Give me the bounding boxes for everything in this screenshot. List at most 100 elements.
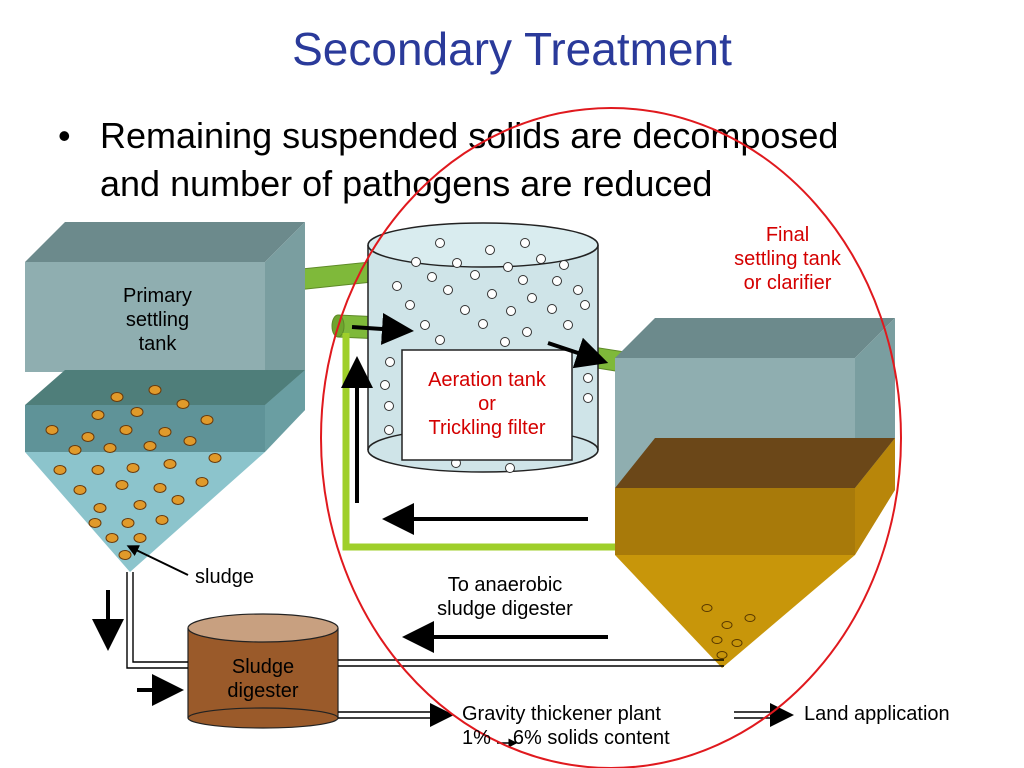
air-bubble bbox=[411, 257, 421, 267]
air-bubble bbox=[478, 319, 488, 329]
sludge-particle bbox=[208, 453, 222, 463]
air-bubble bbox=[385, 357, 395, 367]
air-bubble bbox=[583, 393, 593, 403]
air-bubble bbox=[485, 245, 495, 255]
air-bubble bbox=[563, 320, 573, 330]
sludge-particle bbox=[118, 550, 132, 560]
sludge-particle bbox=[183, 436, 197, 446]
flow-arrows bbox=[92, 312, 609, 706]
return-sludge-line bbox=[342, 333, 615, 551]
primary-settling-tank bbox=[25, 222, 305, 572]
bullet-text-line2: and number of pathogens are reduced bbox=[100, 163, 713, 204]
arrow-into-aeration bbox=[351, 312, 414, 345]
sludge-digester bbox=[187, 613, 339, 729]
gravity-arrowhead bbox=[430, 703, 454, 727]
air-bubble bbox=[443, 285, 453, 295]
sludge-particle bbox=[716, 651, 728, 659]
sludge-particle bbox=[155, 515, 169, 525]
air-bubble bbox=[487, 289, 497, 299]
sludge-particle bbox=[73, 485, 87, 495]
sludge-particle bbox=[88, 518, 102, 528]
air-bubble bbox=[500, 337, 510, 347]
digester-label: Sludge digester bbox=[227, 656, 299, 702]
highlight-circle bbox=[320, 107, 902, 768]
land-arrowhead bbox=[770, 703, 794, 727]
sludge-particle bbox=[115, 480, 129, 490]
sludge-particle bbox=[91, 410, 105, 420]
sludge-particle bbox=[81, 432, 95, 442]
air-bubble bbox=[420, 320, 430, 330]
sludge-particle bbox=[744, 614, 756, 622]
sludge-particle bbox=[121, 518, 135, 528]
sludge-particle bbox=[721, 621, 733, 629]
air-bubble bbox=[470, 270, 480, 280]
air-bubble bbox=[547, 304, 557, 314]
percent-end: 6% solids content bbox=[512, 727, 670, 749]
final-tank-label: Final settling tank or clarifier bbox=[734, 224, 841, 294]
sludge-particle bbox=[110, 392, 124, 402]
aeration-label-box bbox=[401, 349, 573, 461]
air-bubble bbox=[380, 380, 390, 390]
land-application-label: Land application bbox=[804, 703, 950, 725]
air-bubble bbox=[435, 238, 445, 248]
air-bubble bbox=[573, 285, 583, 295]
primary-tank-label: Primary settling tank bbox=[123, 285, 192, 355]
air-bubble bbox=[527, 293, 537, 303]
air-bubble bbox=[435, 335, 445, 345]
sludge-particle bbox=[711, 636, 723, 644]
air-bubble bbox=[552, 276, 562, 286]
sludge-particle bbox=[195, 477, 209, 487]
sludge-particle bbox=[133, 500, 147, 510]
sludge-particle bbox=[163, 459, 177, 469]
air-bubble bbox=[520, 238, 530, 248]
sludge-particle bbox=[200, 415, 214, 425]
sludge-particle bbox=[53, 465, 67, 475]
sludge-particle bbox=[45, 425, 59, 435]
sludge-particle bbox=[91, 465, 105, 475]
sludge-particle bbox=[143, 441, 157, 451]
air-bubble bbox=[460, 305, 470, 315]
air-bubble bbox=[536, 254, 546, 264]
air-bubble bbox=[518, 275, 528, 285]
air-bubble bbox=[559, 260, 569, 270]
sludge-particle bbox=[105, 533, 119, 543]
air-bubble bbox=[384, 401, 394, 411]
sludge-particle bbox=[103, 443, 117, 453]
final-sludge-particles bbox=[701, 604, 756, 659]
sludge-particle bbox=[153, 483, 167, 493]
air-bubble bbox=[427, 272, 437, 282]
sludge-particle bbox=[158, 427, 172, 437]
air-bubble bbox=[506, 306, 516, 316]
air-bubble bbox=[452, 258, 462, 268]
sludge-particle bbox=[148, 385, 162, 395]
air-bubble bbox=[405, 300, 415, 310]
sludge-particle bbox=[701, 604, 713, 612]
aeration-label: Aeration tank or Trickling filter bbox=[428, 369, 546, 439]
sludge-particle bbox=[93, 503, 107, 513]
final-settling-tank bbox=[615, 318, 895, 668]
bullet-symbol: • bbox=[58, 115, 71, 156]
sludge-particle bbox=[133, 533, 147, 543]
air-bubble bbox=[505, 463, 515, 473]
sludge-particle bbox=[171, 495, 185, 505]
sludge-particle bbox=[68, 445, 82, 455]
air-bubble bbox=[522, 327, 532, 337]
sludge-particle bbox=[731, 639, 743, 647]
anaerobic-label: To anaerobic sludge digester bbox=[437, 574, 573, 620]
air-bubble bbox=[503, 262, 513, 272]
sludge-particle bbox=[130, 407, 144, 417]
gravity-thickener-label: Gravity thickener plant 1%6% solids cont… bbox=[462, 703, 670, 749]
air-bubble bbox=[392, 281, 402, 291]
slide-title: Secondary Treatment bbox=[292, 23, 732, 75]
air-bubble bbox=[384, 425, 394, 435]
arrow-to-clarifier bbox=[547, 337, 609, 369]
sludge-pointer bbox=[126, 545, 189, 576]
air-bubble bbox=[580, 300, 590, 310]
sludge-particle bbox=[119, 425, 133, 435]
air-bubble bbox=[583, 373, 593, 383]
sludge-particle bbox=[176, 399, 190, 409]
sludge-label: sludge bbox=[195, 566, 254, 588]
percent-start: 1% bbox=[462, 727, 491, 749]
sludge-particle bbox=[126, 463, 140, 473]
